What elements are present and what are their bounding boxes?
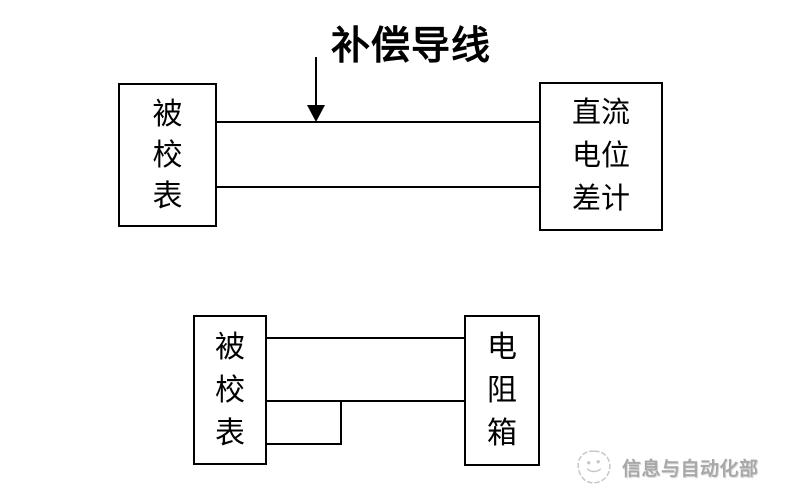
compensation-wire-label: 补偿导线 — [331, 25, 492, 68]
box-text-line: 被 — [215, 330, 245, 364]
box-dc-potentiometer: 直流 电位 差计 — [539, 82, 663, 231]
wire-top-upper — [217, 121, 539, 123]
box-text-line: 电 — [487, 331, 517, 364]
wire-bottom-middle — [267, 400, 464, 402]
box-text-line: 被 — [152, 97, 183, 131]
box-text-line: 表 — [152, 179, 183, 213]
box-text-line: 表 — [215, 416, 245, 450]
box-resistance-box: 电 阻 箱 — [464, 315, 540, 466]
box-text-line: 阻 — [487, 374, 517, 407]
wire-branch-vertical — [340, 400, 342, 445]
box-text-line: 校 — [215, 373, 245, 407]
box-tested-meter-bottom: 被 校 表 — [193, 315, 267, 465]
box-text-line: 箱 — [487, 417, 517, 450]
wire-bottom-stub — [267, 443, 342, 445]
box-text-line: 电位 — [571, 140, 630, 172]
arrow-shaft — [315, 57, 317, 106]
box-text-line: 直流 — [571, 97, 630, 129]
arrow-down-icon — [307, 105, 325, 122]
box-text-line: 差计 — [571, 183, 630, 215]
wire-bottom-upper — [267, 337, 464, 339]
watermark: 信息与自动化部 — [573, 446, 759, 488]
watermark-label: 信息与自动化部 — [622, 458, 759, 480]
box-text-line: 校 — [152, 138, 183, 172]
wire-top-lower — [217, 186, 539, 188]
box-tested-meter-top: 被 校 表 — [118, 83, 217, 227]
sketch-circle-logo-icon — [577, 450, 611, 484]
